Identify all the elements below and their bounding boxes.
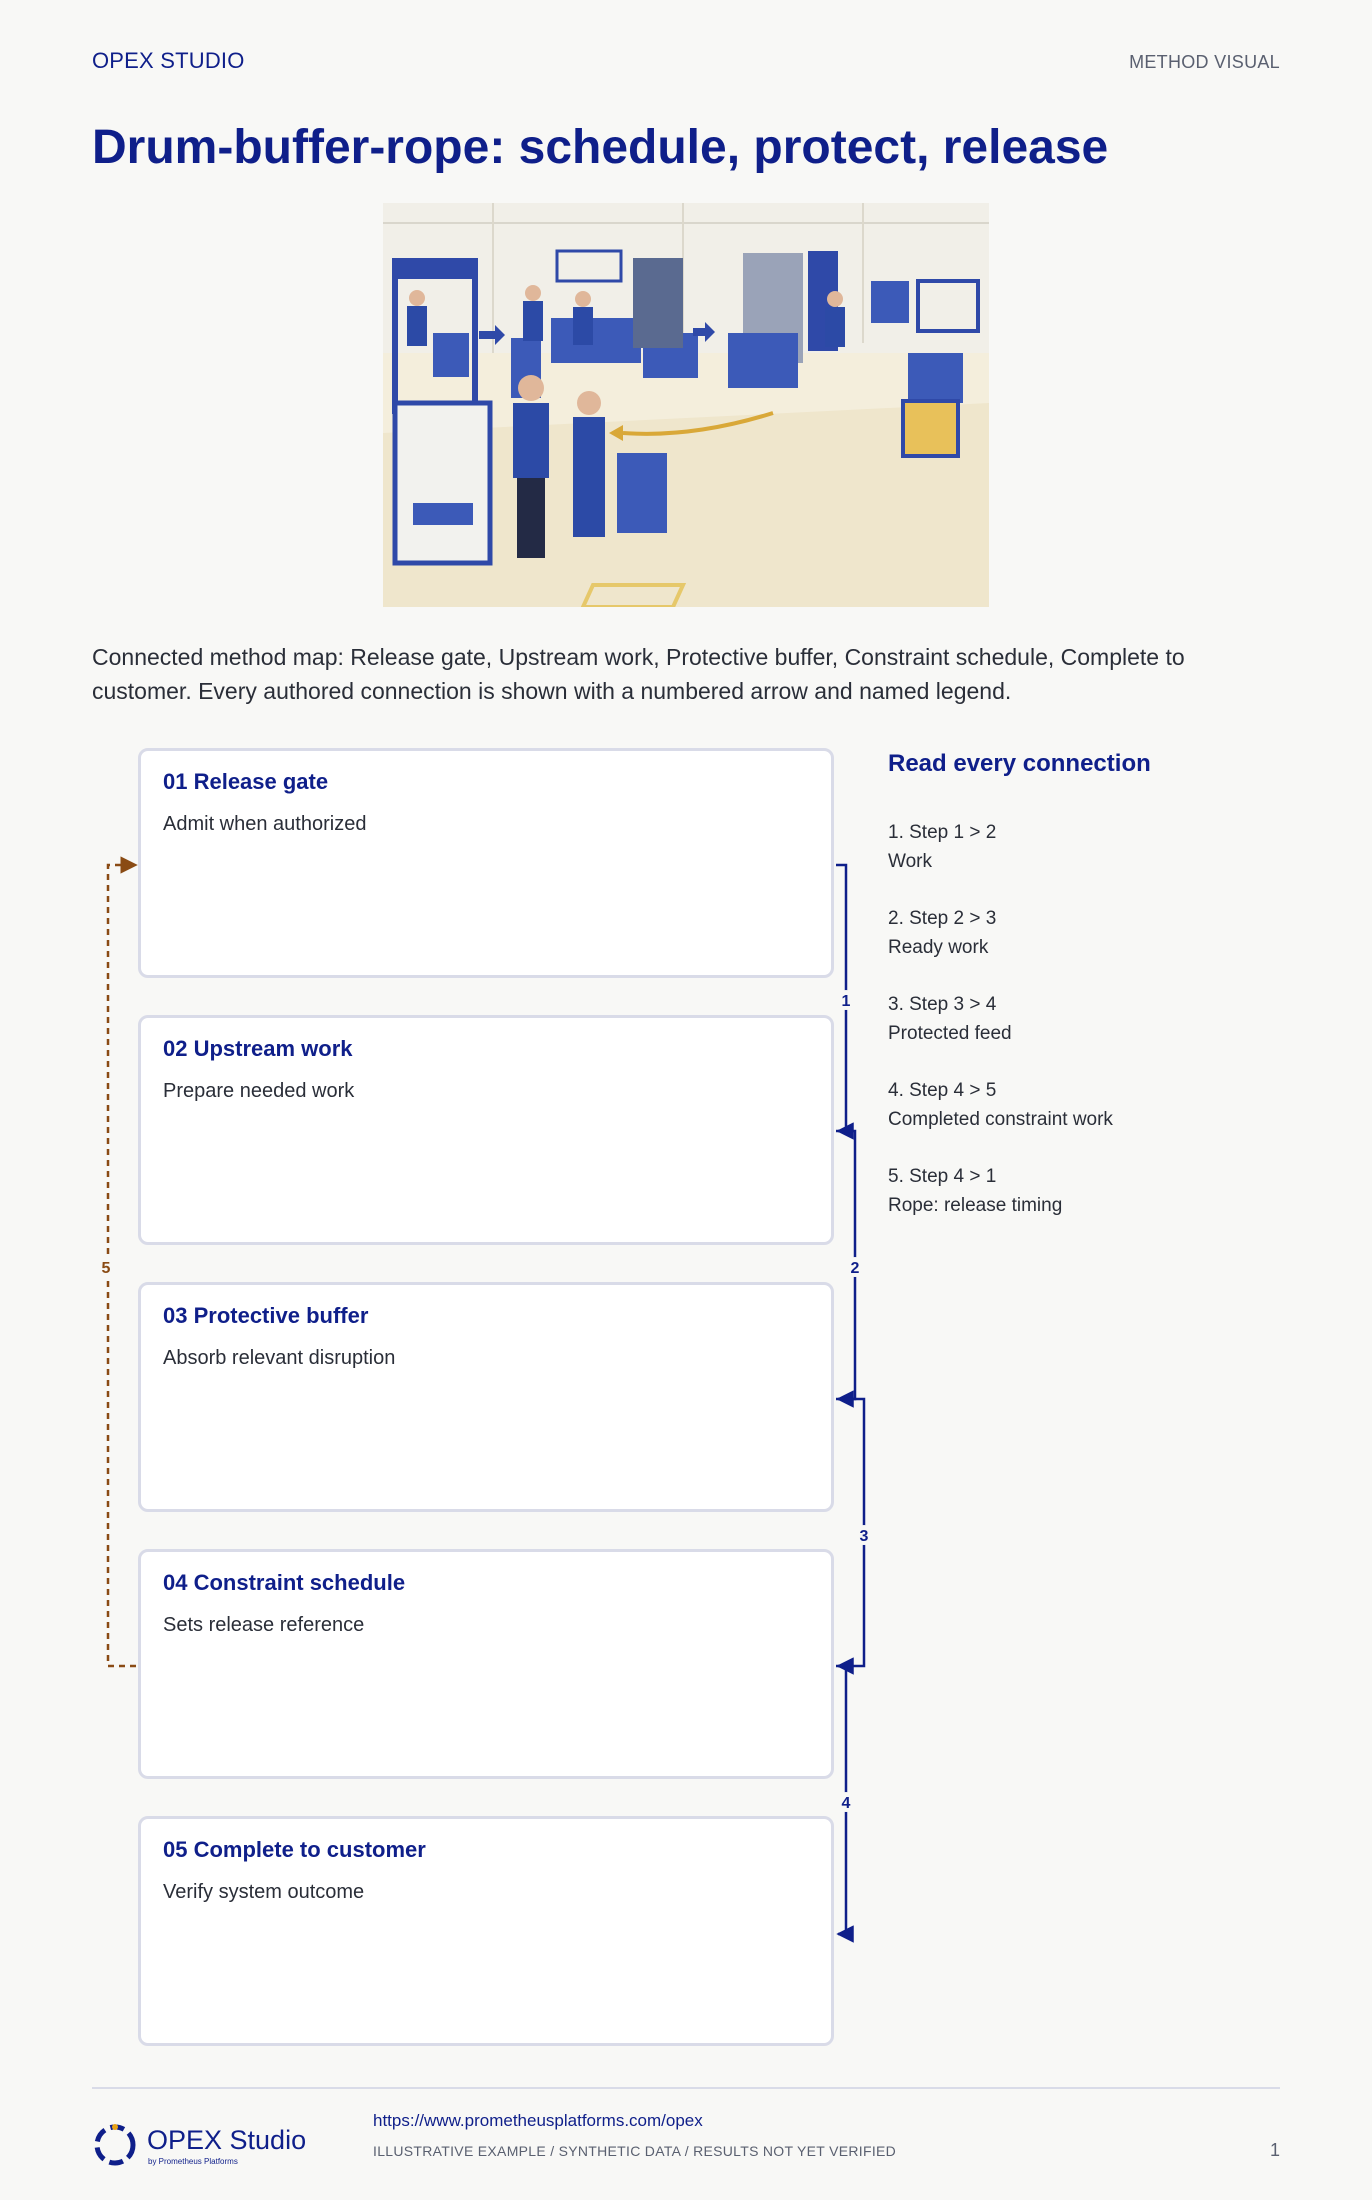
connection-arrow-5-rope (106, 856, 138, 1668)
connection-number-bg (836, 1792, 856, 1812)
factory-illustration (383, 203, 989, 607)
section-label: METHOD VISUAL (1129, 52, 1280, 72)
connection-number-4: 4 (842, 1795, 851, 1812)
connection-number-5: 5 (102, 1260, 111, 1277)
intro-text: Connected method map: Release gate, Upst… (92, 644, 1185, 704)
step-title: 02 Upstream work (163, 1036, 353, 1061)
legend-step: 1. Step 1 > 2 (888, 822, 997, 843)
step-description: Verify system outcome (163, 1881, 365, 1903)
step-card-1: 01 Release gate Admit when authorized (138, 748, 834, 978)
connection-number-bg (836, 990, 856, 1010)
legend-label: Rope: release timing (888, 1195, 1063, 1216)
factory-scene-image (383, 203, 989, 607)
legend-item-5: 5. Step 4 > 1 Rope: release timing (888, 1162, 1062, 1220)
legend-step: 5. Step 4 > 1 (888, 1166, 997, 1187)
connection-number-2: 2 (851, 1260, 860, 1277)
step-title: 03 Protective buffer (163, 1303, 369, 1328)
connection-number-bg (845, 1257, 865, 1277)
step-description: Prepare needed work (163, 1080, 355, 1102)
step-title: 04 Constraint schedule (163, 1570, 406, 1595)
legend-item-3: 3. Step 3 > 4 Protected feed (888, 990, 1012, 1048)
legend-item-4: 4. Step 4 > 5 Completed constraint work (888, 1076, 1113, 1134)
step-card-4: 04 Constraint schedule Sets release refe… (138, 1549, 834, 1779)
step-card-2: 02 Upstream work Prepare needed work (138, 1015, 834, 1245)
legend-label: Work (888, 851, 932, 872)
brand-label: OPEX STUDIO (92, 48, 245, 73)
step-description: Sets release reference (163, 1614, 365, 1636)
legend-label: Ready work (888, 937, 989, 958)
step-title: 01 Release gate (163, 769, 329, 794)
connection-number-bg (854, 1525, 874, 1545)
step-description: Admit when authorized (163, 813, 367, 835)
page-title: Drum-buffer-rope: schedule, protect, rel… (92, 121, 1109, 174)
legend-step: 2. Step 2 > 3 (888, 908, 997, 929)
step-card-5: 05 Complete to customer Verify system ou… (138, 1816, 834, 2046)
logo-subtitle: by Prometheus Platforms (148, 2157, 238, 2166)
legend-step: 4. Step 4 > 5 (888, 1080, 997, 1101)
connection-number-1: 1 (842, 993, 851, 1010)
footer-url-link[interactable]: https://www.prometheusplatforms.com/opex (373, 2111, 703, 2130)
step-card-3: 03 Protective buffer Absorb relevant dis… (138, 1282, 834, 1512)
legend-title: Read every connection (888, 750, 1151, 777)
footer-disclaimer: ILLUSTRATIVE EXAMPLE / SYNTHETIC DATA / … (373, 2143, 897, 2159)
footer-divider (92, 2087, 1280, 2089)
step-description: Absorb relevant disruption (163, 1347, 396, 1369)
legend-item-2: 2. Step 2 > 3 Ready work (888, 904, 996, 962)
connection-number-bg (96, 1257, 116, 1277)
connection-number-3: 3 (860, 1528, 869, 1545)
opex-logo-icon (94, 2124, 136, 2166)
legend-step: 3. Step 3 > 4 (888, 994, 997, 1015)
page-number: 1 (1269, 2140, 1280, 2160)
legend-label: Protected feed (888, 1023, 1012, 1044)
legend-item-1: 1. Step 1 > 2 Work (888, 818, 996, 876)
logo-name: OPEX Studio (147, 2125, 307, 2155)
legend-label: Completed constraint work (888, 1109, 1113, 1130)
step-title: 05 Complete to customer (163, 1837, 426, 1862)
